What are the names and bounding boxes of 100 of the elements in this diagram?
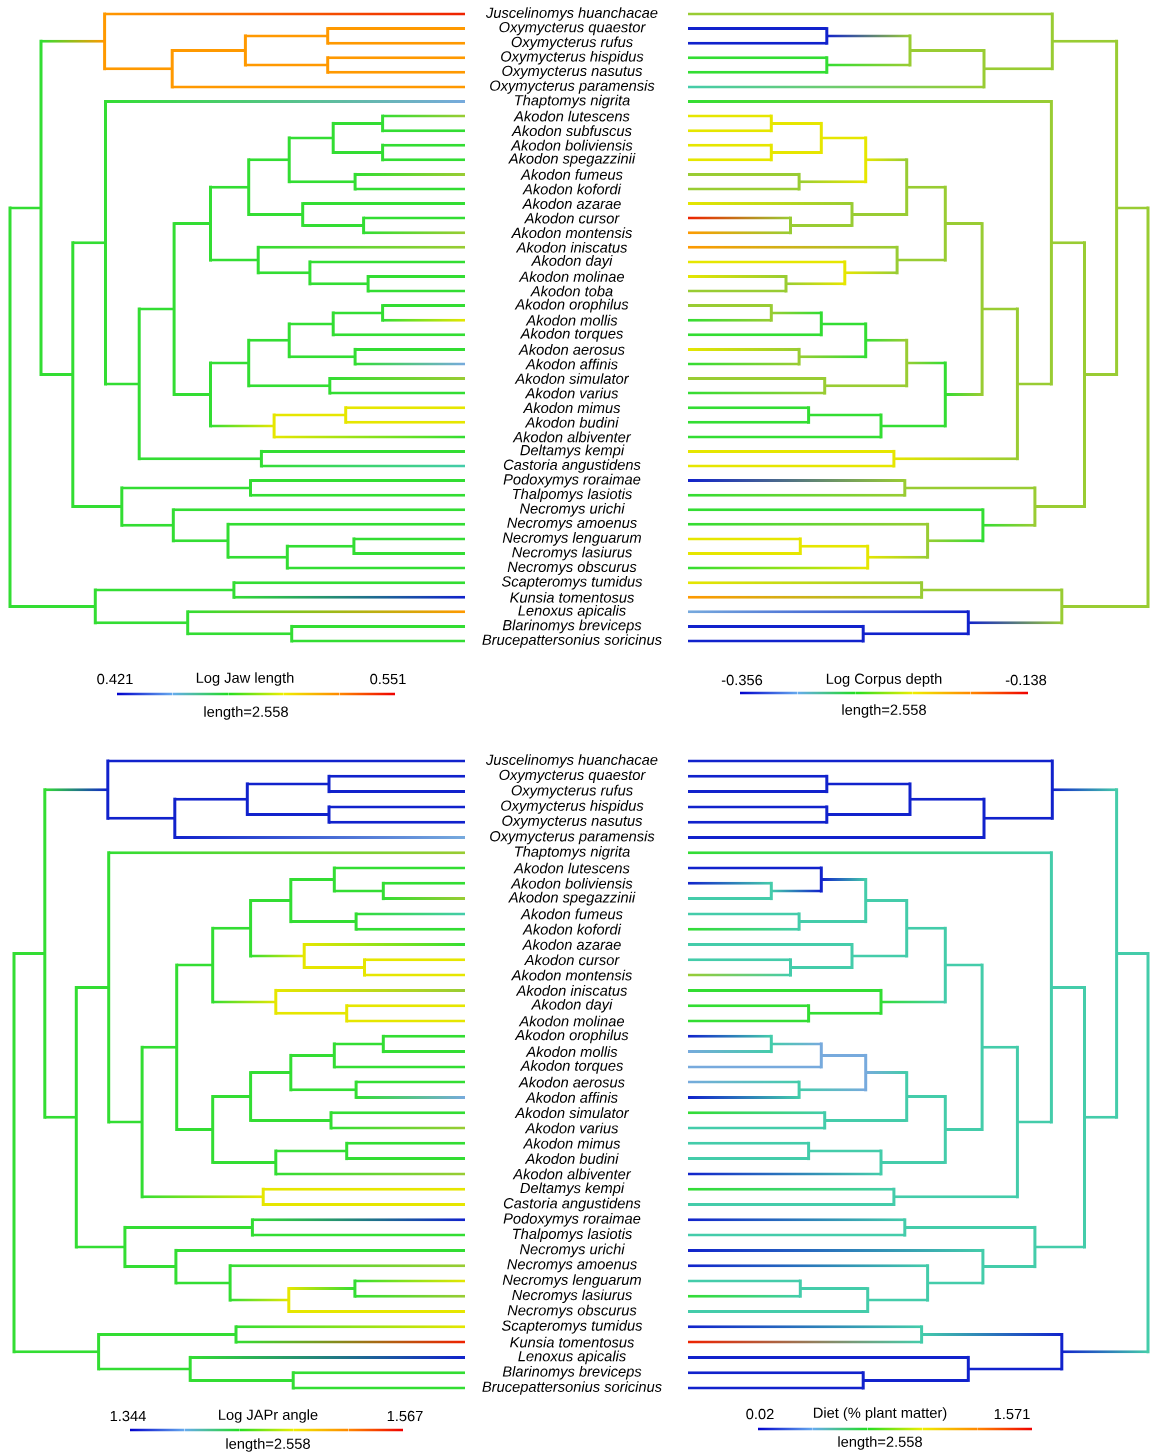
taxon-label: Necromys obscurus (507, 561, 637, 575)
taxon-label: Castoria angustidens (503, 1197, 641, 1212)
taxon-label: Akodon subfuscus (511, 125, 632, 137)
taxon-label: Akodon mimus (522, 1137, 621, 1149)
taxon-label: Akodon spegazzinii (508, 153, 636, 167)
taxon-label: Akodon albiventer (512, 431, 632, 443)
taxon-label: Akodon budini (524, 416, 619, 428)
taxon-label: Thaptomys nigrita (515, 846, 630, 860)
taxon-label: Kunsia tomentosus (510, 1336, 635, 1348)
taxon-label: Oxymycterus hispidus (501, 800, 644, 814)
taxon-label: Akodon molinae (518, 1015, 624, 1027)
taxon-label: Akodon montensis (510, 969, 632, 981)
taxon-label: Akodon iniscatus (515, 241, 628, 253)
taxon-label: Scapteromys tumidus (501, 575, 643, 590)
taxon-label: Thaptomys nigrita (515, 94, 630, 109)
taxon-label: Akodon kofordi (522, 183, 622, 195)
taxon-label: Akodon fumeus (520, 908, 623, 920)
scale-value: -0.138 (1005, 674, 1047, 686)
taxon-label: Thalpomys lasiotis (513, 1228, 632, 1242)
taxon-label: Blarinomys breviceps (502, 619, 642, 634)
scale-value: 0.551 (370, 673, 406, 685)
taxon-label: Lenoxus apicalis (518, 1350, 626, 1365)
taxon-label: Oxymycterus paramensis (490, 830, 655, 845)
scale-value: -0.356 (721, 674, 763, 686)
taxon-label: Oxymycterus nasutus (502, 815, 643, 829)
taxon-label: Akodon orophilus (514, 1029, 629, 1044)
taxon-label: Akodon simulator (514, 373, 630, 384)
taxon-label: Necromys urichi (519, 503, 625, 517)
scale-length: length=2.558 (842, 704, 926, 718)
taxon-label: Akodon affinis (525, 1092, 618, 1103)
taxon-label: Akodon varius (524, 387, 619, 399)
scale-title: Log Corpus depth (826, 673, 942, 687)
taxon-label: Brucepattersonius soricinus (482, 1381, 662, 1395)
taxon-label: Akodon mollis (525, 1046, 618, 1057)
taxon-label: Akodon azarae (521, 939, 621, 950)
taxon-label: Oxymycterus hispidus (501, 50, 644, 65)
taxon-label: Akodon boliviensis (510, 877, 633, 889)
taxon-label: Akodon albiventer (512, 1168, 632, 1180)
scale-title: Log JAPr angle (219, 1409, 318, 1423)
taxon-label: Akodon dayi (530, 255, 613, 269)
taxon-label: Necromys urichi (519, 1243, 625, 1258)
taxon-label: Juscelinomys huanchacae (485, 754, 658, 768)
taxon-label: Necromys lenguarum (502, 1274, 641, 1288)
taxon-label: Juscelinomys huanchacae (485, 7, 658, 21)
scale-title: Log Jaw length (196, 672, 294, 686)
scale-value: 0.421 (97, 673, 133, 685)
taxon-label: Akodon budini (524, 1153, 619, 1164)
taxon-label: Akodon lutescens (513, 110, 630, 122)
taxon-label: Oxymycterus rufus (511, 784, 633, 799)
taxon-label: Oxymycterus rufus (511, 36, 633, 51)
taxon-label: Blarinomys breviceps (502, 1365, 642, 1380)
scale-value: 1.344 (110, 1410, 146, 1422)
taxon-label: Akodon kofordi (522, 923, 622, 935)
taxon-label: Akodon cursor (524, 954, 620, 966)
taxon-label: Akodon cursor (524, 212, 620, 224)
taxon-label: Lenoxus apicalis (518, 605, 626, 619)
taxon-label: Akodon iniscatus (515, 985, 628, 996)
taxon-label: Akodon dayi (530, 998, 613, 1013)
taxon-label: Akodon mimus (522, 402, 621, 414)
scale-value: 1.567 (387, 1410, 423, 1422)
taxon-label: Akodon boliviensis (510, 139, 633, 151)
taxon-label: Akodon azarae (521, 198, 621, 209)
taxon-label: Akodon lutescens (513, 862, 630, 874)
scale-length: length=2.558 (838, 1436, 922, 1450)
taxon-label: Akodon torques (519, 328, 624, 342)
taxon-label: Akodon mollis (525, 314, 618, 326)
taxon-label: Necromys lasiurus (512, 1289, 632, 1304)
taxon-label: Podoxymys roraimae (503, 1213, 641, 1227)
taxon-label: Podoxymys roraimae (503, 473, 641, 488)
scale-value: 1.571 (994, 1408, 1030, 1420)
taxon-label: Brucepattersonius soricinus (482, 634, 662, 648)
taxon-label: Akodon molinae (518, 271, 624, 282)
taxon-label: Oxymycterus quaestor (499, 769, 646, 783)
taxon-label: Akodon aerosus (518, 344, 625, 355)
taxon-label: Akodon spegazzinii (508, 891, 636, 906)
taxon-label: Deltamys kempi (520, 444, 625, 459)
scale-title: Diet (% plant matter) (813, 1407, 947, 1421)
taxon-label: Necromys obscurus (507, 1304, 637, 1319)
taxon-label: Thalpomys lasiotis (513, 488, 632, 503)
taxon-label: Akodon affinis (525, 358, 618, 370)
taxon-label: Akodon toba (530, 285, 613, 297)
taxon-label: Akodon varius (524, 1122, 619, 1134)
scale-length: length=2.558 (226, 1438, 310, 1452)
taxon-label: Scapteromys tumidus (501, 1320, 643, 1334)
taxon-label: Oxymycterus nasutus (502, 65, 643, 79)
taxon-label: Akodon aerosus (518, 1076, 625, 1088)
taxon-label: Castoria angustidens (503, 459, 641, 473)
taxon-label: Kunsia tomentosus (510, 591, 635, 603)
taxon-label: Necromys lenguarum (502, 532, 641, 546)
taxon-label: Akodon torques (519, 1060, 624, 1074)
taxon-label: Necromys amoenus (507, 517, 637, 531)
taxon-label: Necromys amoenus (507, 1259, 637, 1273)
taxon-label: Akodon fumeus (520, 169, 623, 180)
scale-value: 0.02 (746, 1408, 774, 1420)
taxon-label: Necromys lasiurus (512, 546, 632, 561)
taxon-label: Oxymycterus quaestor (499, 22, 646, 36)
taxon-label: Akodon simulator (514, 1107, 630, 1119)
taxon-label: Deltamys kempi (520, 1182, 625, 1197)
taxon-label: Oxymycterus paramensis (490, 80, 655, 94)
scale-length: length=2.558 (204, 706, 288, 720)
